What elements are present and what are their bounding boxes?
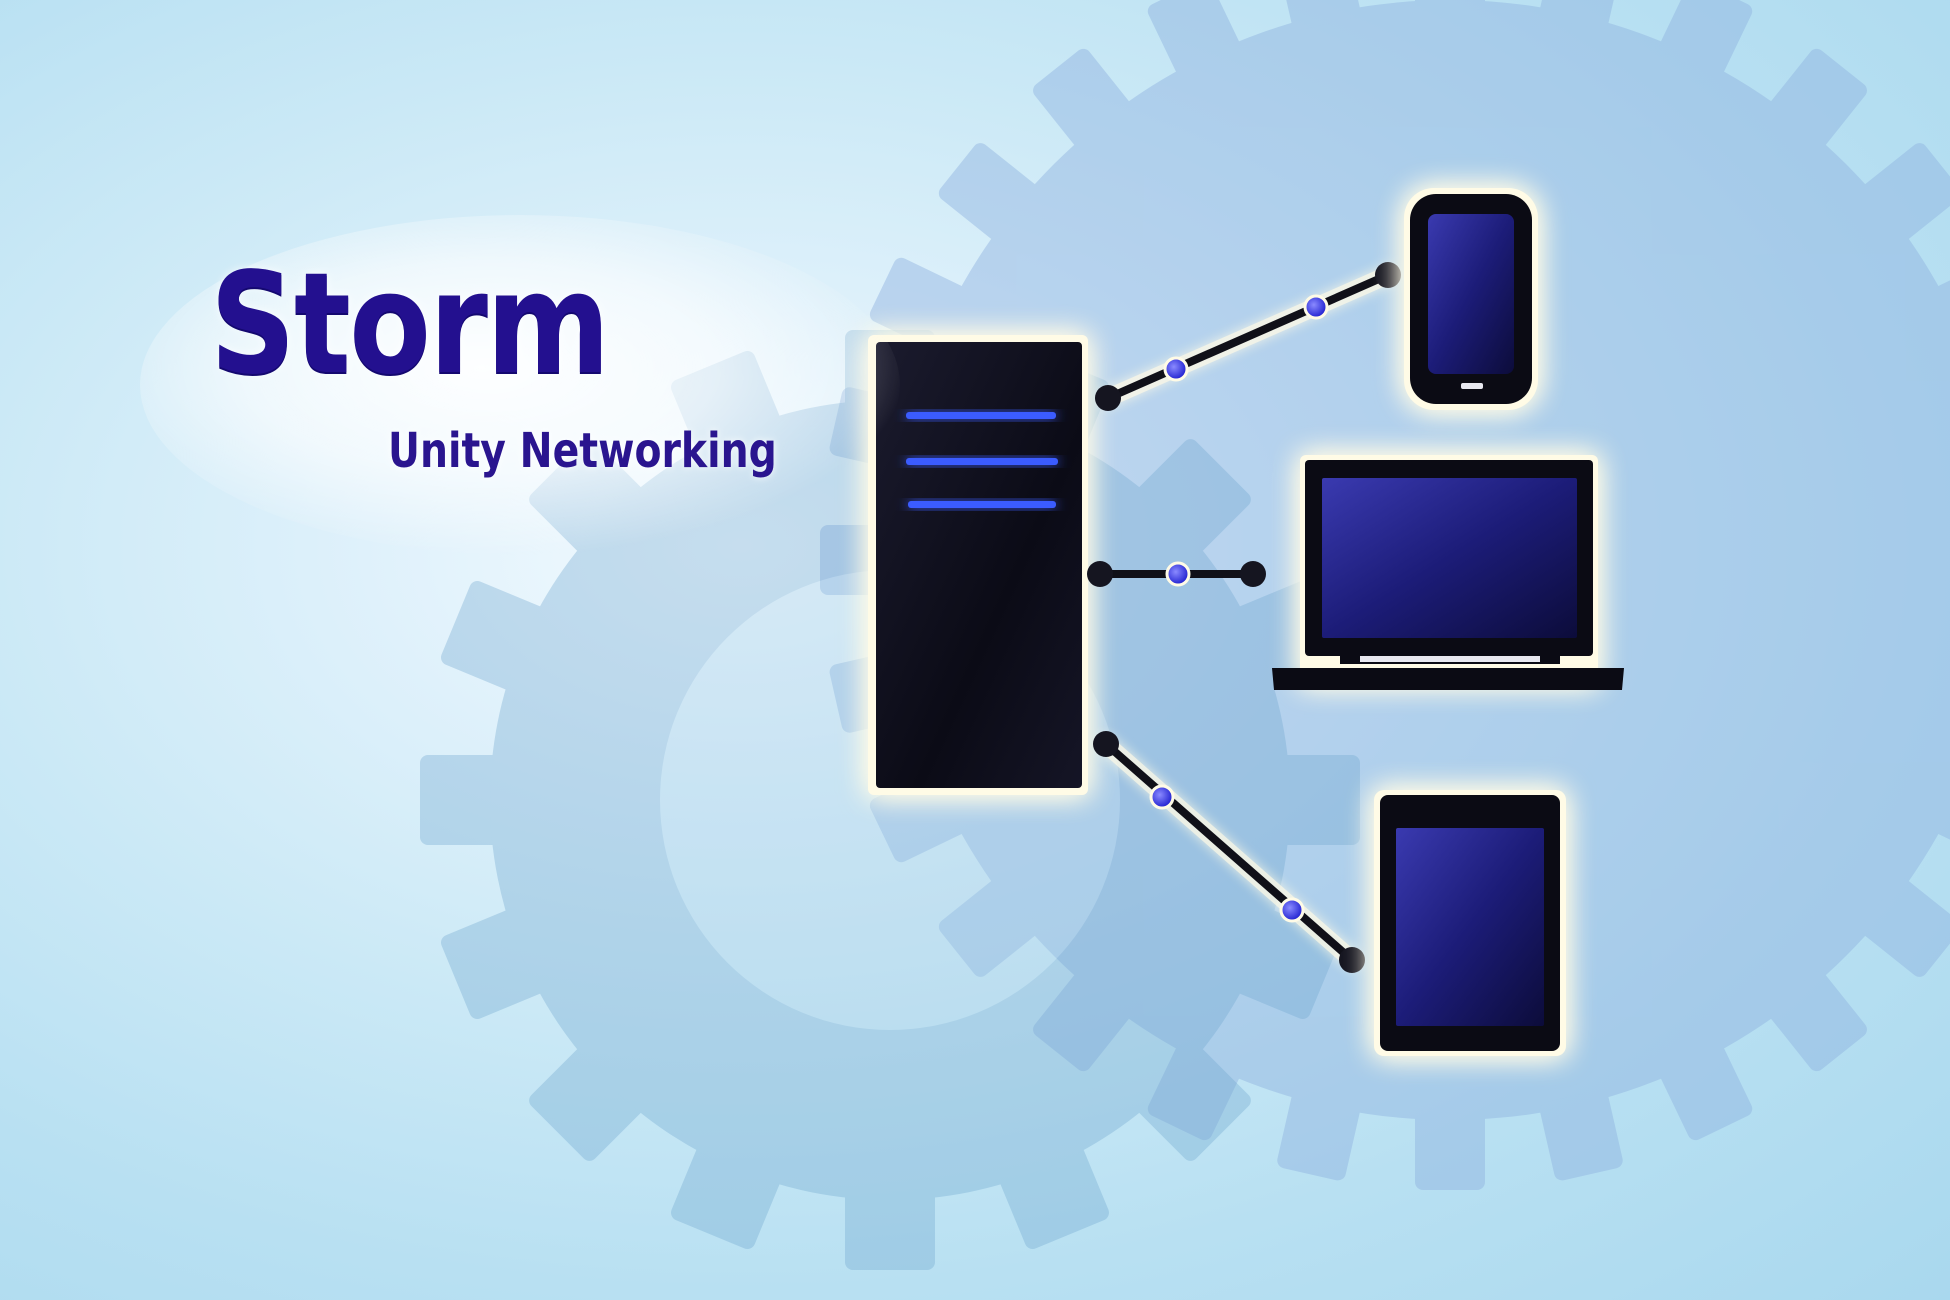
page-title: Storm [210, 243, 610, 406]
laptop-icon [1272, 455, 1624, 690]
gear-tooth [1033, 971, 1132, 1072]
gear-tooth [1000, 1145, 1109, 1249]
gear-tooth [1861, 878, 1950, 977]
title-glow [140, 215, 900, 555]
page-subtitle: Unity Networking [388, 423, 777, 479]
gear-tooth [1415, 0, 1485, 10]
gear-tooth [1861, 143, 1950, 242]
gear-tooth [938, 878, 1039, 977]
gear-tooth [1147, 0, 1241, 77]
gear-tooth [420, 755, 500, 845]
gear-tooth [1659, 0, 1753, 77]
gear-tooth [938, 143, 1039, 242]
gear-tooth [1033, 48, 1132, 149]
link-laptop [1087, 561, 1266, 587]
gear-tooth [869, 257, 967, 351]
gear-tooth [1277, 0, 1361, 30]
gear-tooth [1137, 1047, 1251, 1161]
server-icon [868, 335, 1088, 795]
title-block: Storm Unity Networking [140, 215, 900, 555]
gear-tooth [1137, 439, 1251, 553]
gear-tooth [1768, 971, 1867, 1072]
smartphone-icon [1404, 188, 1538, 410]
gear-tooth [1415, 1110, 1485, 1190]
gear-tooth [845, 1190, 935, 1270]
gear-tooth [1277, 1090, 1361, 1181]
link-phone [1095, 262, 1401, 411]
tablet-icon [1374, 790, 1566, 1056]
gear-tooth [529, 1047, 643, 1161]
gear-tooth [1280, 755, 1360, 845]
gear-tooth [1768, 48, 1867, 149]
link-tablet [1093, 731, 1365, 973]
gear-tooth [441, 581, 545, 690]
gear-tooth [671, 1145, 780, 1249]
gear-tooth [441, 910, 545, 1019]
gear-tooth [1659, 1043, 1753, 1141]
gear-tooth [1539, 0, 1623, 30]
gear-tooth [1147, 1043, 1241, 1141]
gear-tooth [1539, 1090, 1623, 1181]
